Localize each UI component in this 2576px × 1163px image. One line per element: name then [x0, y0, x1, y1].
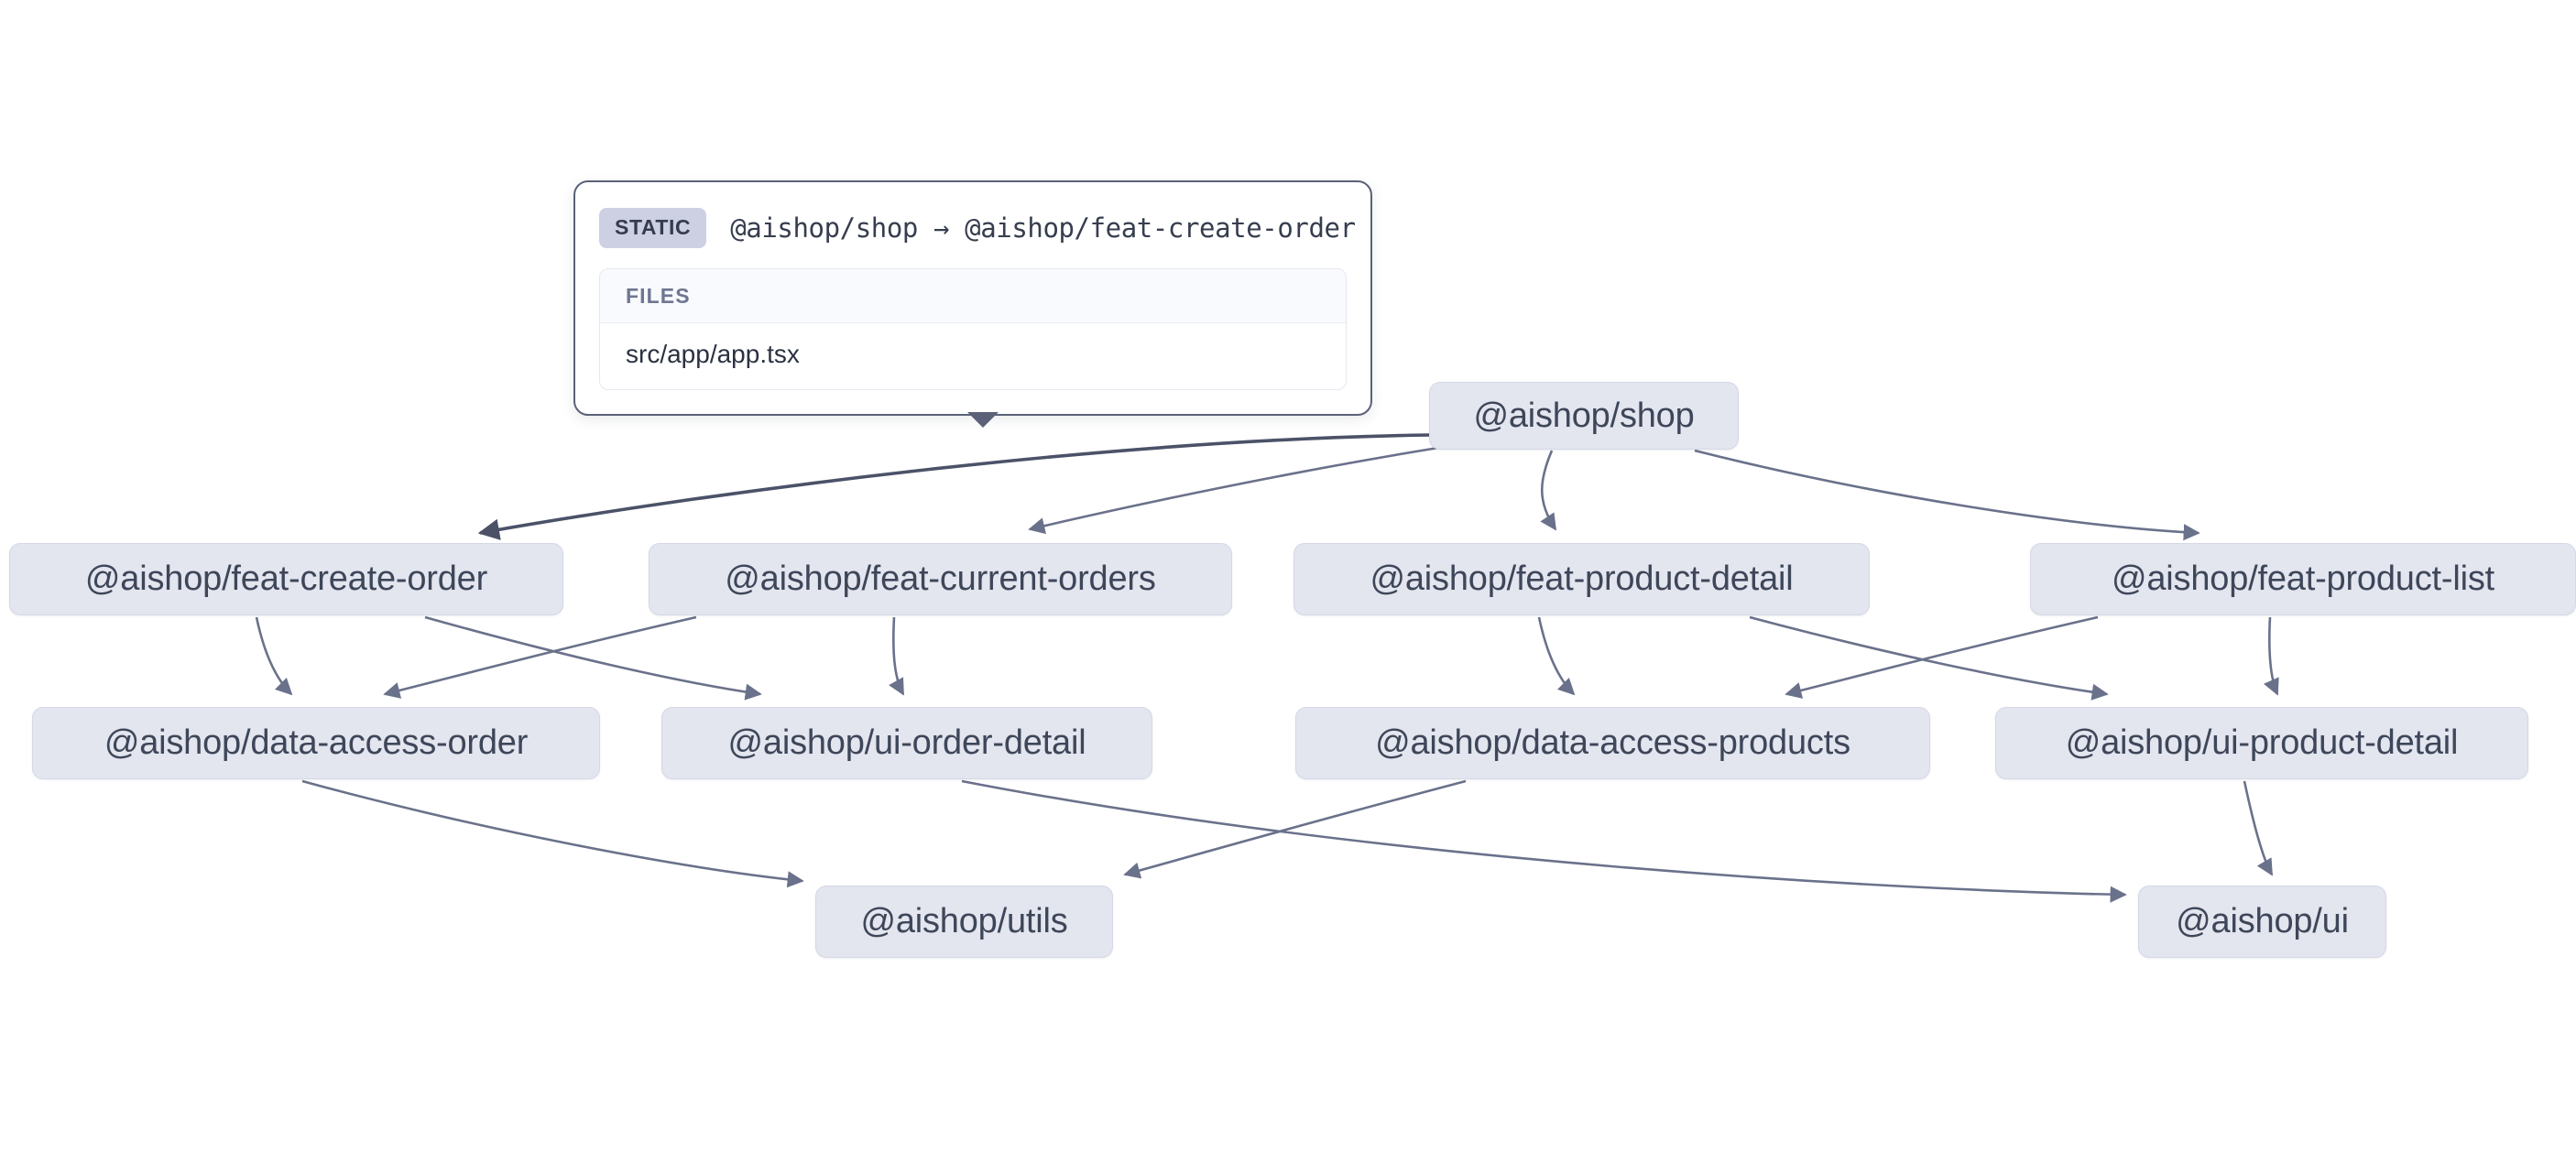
- tooltip-dependency-title: @aishop/shop → @aishop/feat-create-order: [730, 212, 1356, 244]
- edge-feat-create-order-to-ui-order-detail: [424, 615, 762, 701]
- node-label: @aishop/ui-order-detail: [727, 723, 1086, 762]
- node-aishop-ui-order-detail[interactable]: @aishop/ui-order-detail: [661, 707, 1152, 779]
- edge-feat-product-detail-to-ui-product-detail: [1749, 615, 2109, 701]
- node-aishop-ui-product-detail[interactable]: @aishop/ui-product-detail: [1995, 707, 2528, 779]
- edge-feat-product-list-to-ui-product-detail: [2264, 616, 2279, 696]
- node-label: @aishop/feat-create-order: [84, 560, 488, 598]
- edge-ui-order-detail-to-ui: [961, 779, 2127, 903]
- edge-shop-to-feat-create-order: [477, 433, 1432, 540]
- edge-ui-product-detail-to-ui: [2243, 780, 2274, 876]
- node-label: @aishop/feat-current-orders: [725, 560, 1156, 598]
- files-column-header: FILES: [600, 269, 1346, 323]
- node-label: @aishop/data-access-order: [104, 723, 529, 762]
- edge-shop-to-feat-product-list: [1694, 449, 2200, 541]
- edge-feat-current-orders-to-data-access-order: [383, 615, 697, 699]
- node-aishop-feat-current-orders[interactable]: @aishop/feat-current-orders: [649, 543, 1232, 615]
- edge-shop-to-feat-product-detail: [1540, 450, 1557, 531]
- node-label: @aishop/feat-product-list: [2112, 560, 2494, 598]
- edge-feat-create-order-to-data-access-order: [255, 616, 293, 696]
- file-list-item[interactable]: src/app/app.tsx: [626, 340, 800, 368]
- node-aishop-feat-create-order[interactable]: @aishop/feat-create-order: [9, 543, 563, 615]
- node-label: @aishop/utils: [860, 902, 1068, 940]
- node-label: @aishop/feat-product-detail: [1370, 560, 1794, 598]
- node-aishop-shop[interactable]: @aishop/shop: [1429, 382, 1739, 450]
- dependency-type-badge: STATIC: [599, 208, 707, 248]
- node-label: @aishop/shop: [1473, 396, 1695, 435]
- node-aishop-data-access-order[interactable]: @aishop/data-access-order: [32, 707, 600, 779]
- tooltip-header: STATIC @aishop/shop → @aishop/feat-creat…: [599, 202, 1356, 268]
- edge-feat-product-list-to-data-access-products: [1785, 615, 2099, 699]
- node-label: @aishop/ui: [2176, 902, 2349, 940]
- edge-tooltip-panel: STATIC @aishop/shop → @aishop/feat-creat…: [573, 180, 1372, 428]
- edge-feat-current-orders-to-ui-order-detail: [889, 616, 905, 696]
- node-aishop-data-access-products[interactable]: @aishop/data-access-products: [1295, 707, 1930, 779]
- node-aishop-feat-product-detail[interactable]: @aishop/feat-product-detail: [1293, 543, 1870, 615]
- node-label: @aishop/ui-product-detail: [2065, 723, 2459, 762]
- tooltip-pointer-arrow: [967, 412, 999, 428]
- node-label: @aishop/data-access-products: [1375, 723, 1850, 762]
- edge-shop-to-feat-current-orders: [1028, 446, 1439, 535]
- edge-feat-product-detail-to-data-access-products: [1537, 616, 1576, 696]
- edge-data-access-products-to-utils: [1123, 779, 1467, 879]
- node-aishop-feat-product-list[interactable]: @aishop/feat-product-list: [2030, 543, 2576, 615]
- files-table: FILES src/app/app.tsx: [599, 268, 1347, 390]
- node-aishop-ui[interactable]: @aishop/ui: [2138, 886, 2386, 958]
- node-aishop-utils[interactable]: @aishop/utils: [815, 886, 1113, 958]
- edge-data-access-order-to-utils: [301, 779, 804, 888]
